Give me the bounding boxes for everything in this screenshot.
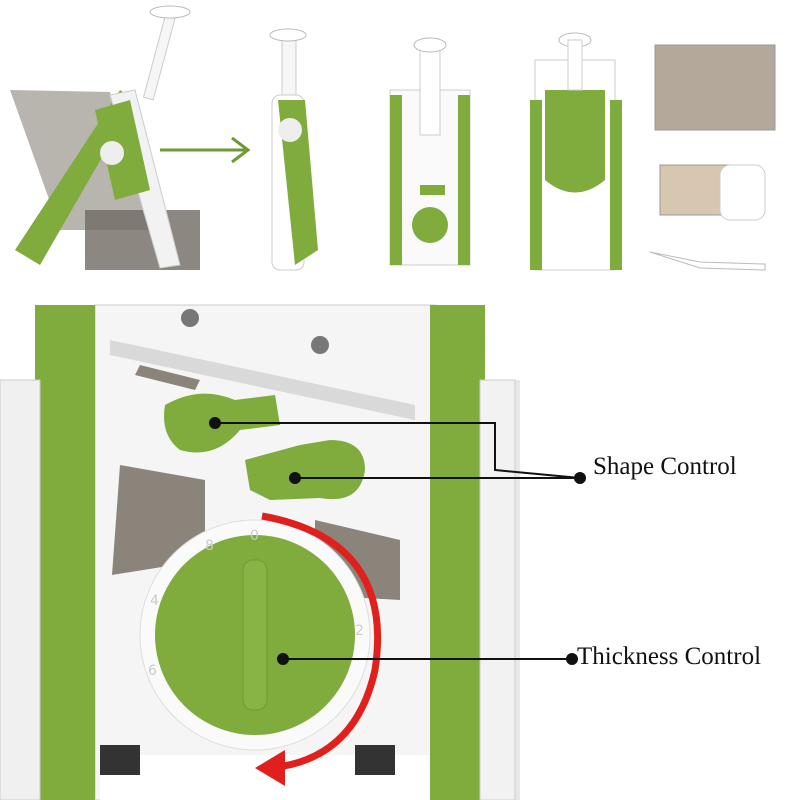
dial-numbers: 0 2 4 6 8: [148, 528, 364, 679]
dial-number-0: 0: [250, 528, 259, 544]
rotation-arrow-icon: [255, 512, 382, 786]
shape-control-label: Shape Control: [593, 453, 737, 480]
dial-number-8: 8: [205, 538, 214, 554]
slicer-front-open-view: [389, 37, 471, 266]
thickness-control-label: Thickness Control: [577, 643, 762, 670]
accessory-hand-guard: [659, 164, 766, 221]
dial-number-6: 6: [148, 663, 157, 679]
callout-lines: [209, 417, 586, 665]
accessory-cleaning-tool: [649, 251, 766, 271]
thickness-dial: [139, 519, 371, 751]
dial-number-2: 2: [355, 623, 364, 639]
dial-number-4: 4: [150, 593, 159, 609]
slicer-folded-side-view: [269, 28, 318, 271]
slicer-closed-front-view: [530, 32, 622, 271]
transition-arrow-icon: [160, 136, 251, 164]
slicer-open-view: [10, 5, 200, 270]
accessory-container: [654, 44, 776, 131]
